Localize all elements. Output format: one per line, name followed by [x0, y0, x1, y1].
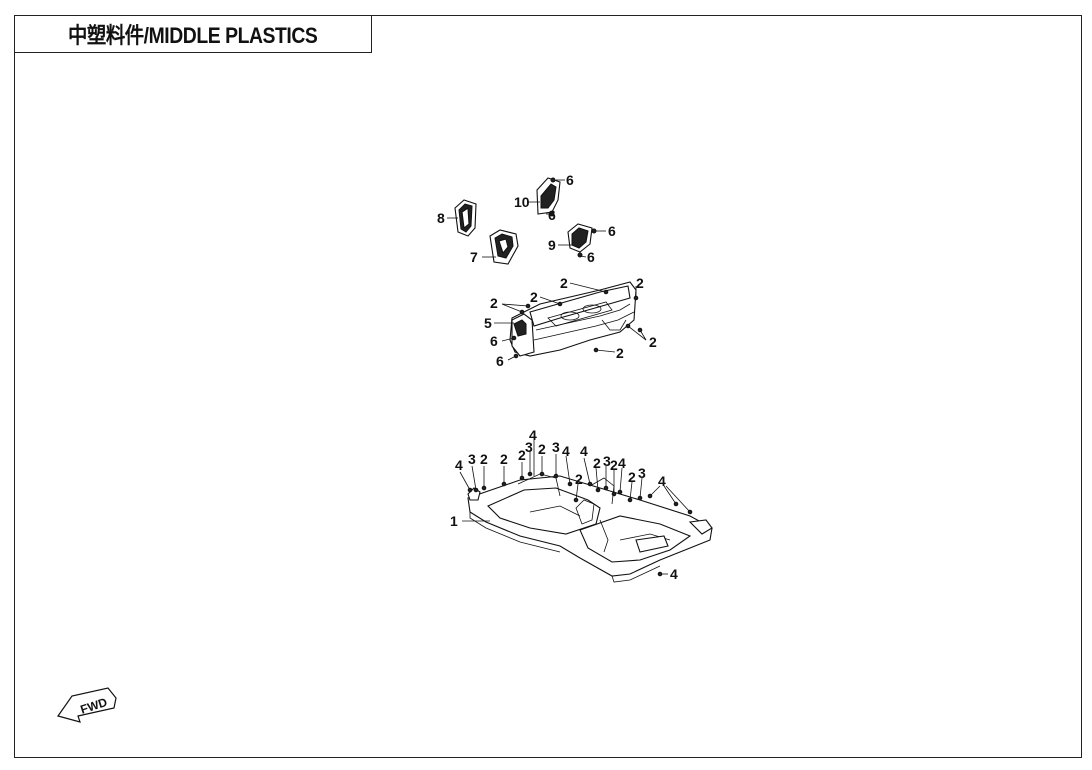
callout-6e: 6	[490, 333, 498, 349]
callout-3c: 3	[552, 439, 560, 455]
callout-3a: 3	[468, 451, 476, 467]
callout-2e: 2	[616, 345, 624, 361]
callout-2b: 2	[636, 275, 644, 291]
floor-leaders	[459, 440, 693, 577]
callout-2c: 2	[530, 289, 538, 305]
callout-1: 1	[450, 513, 458, 529]
part-8-panel	[454, 199, 477, 237]
callout-3d: 3	[603, 453, 611, 469]
callout-2j: 2	[538, 441, 546, 457]
callout-7: 7	[470, 249, 478, 265]
callout-2k: 2	[575, 471, 583, 487]
page-title: 中塑料件/MIDDLE PLASTICS	[68, 23, 318, 48]
part-9-panel	[567, 223, 597, 258]
callout-4e: 4	[618, 455, 626, 471]
callout-2d: 2	[490, 295, 498, 311]
callout-2l: 2	[593, 455, 601, 471]
callout-3e: 3	[638, 465, 646, 481]
callout-2n: 2	[628, 469, 636, 485]
callout-6f: 6	[496, 353, 504, 369]
callout-2m: 2	[610, 457, 618, 473]
callout-2i: 2	[518, 447, 526, 463]
callout-2a: 2	[560, 275, 568, 291]
callout-6d: 6	[587, 249, 595, 265]
callout-6c: 6	[608, 223, 616, 239]
part-5-center-console	[509, 281, 637, 357]
callout-4g: 4	[670, 566, 678, 582]
callout-4b: 4	[529, 427, 537, 443]
callout-5: 5	[484, 315, 492, 331]
callout-4c: 4	[562, 443, 570, 459]
fwd-arrow-icon: FWD	[57, 687, 117, 723]
part-7-panel	[489, 229, 519, 265]
callout-2g: 2	[480, 451, 488, 467]
drawing-frame	[14, 15, 1082, 758]
callout-10: 10	[514, 194, 530, 210]
callout-2f: 2	[649, 334, 657, 350]
callout-4a: 4	[455, 457, 463, 473]
callout-6b: 6	[548, 207, 556, 223]
title-box: 中塑料件/MIDDLE PLASTICS	[14, 15, 372, 53]
callout-9: 9	[548, 237, 556, 253]
callout-6a: 6	[566, 172, 574, 188]
callout-8: 8	[437, 210, 445, 226]
callout-2h: 2	[500, 451, 508, 467]
callout-3b: 3	[525, 439, 533, 455]
callout-4f: 4	[658, 473, 666, 489]
callout-4d: 4	[580, 443, 588, 459]
part-10-cover	[536, 177, 561, 217]
